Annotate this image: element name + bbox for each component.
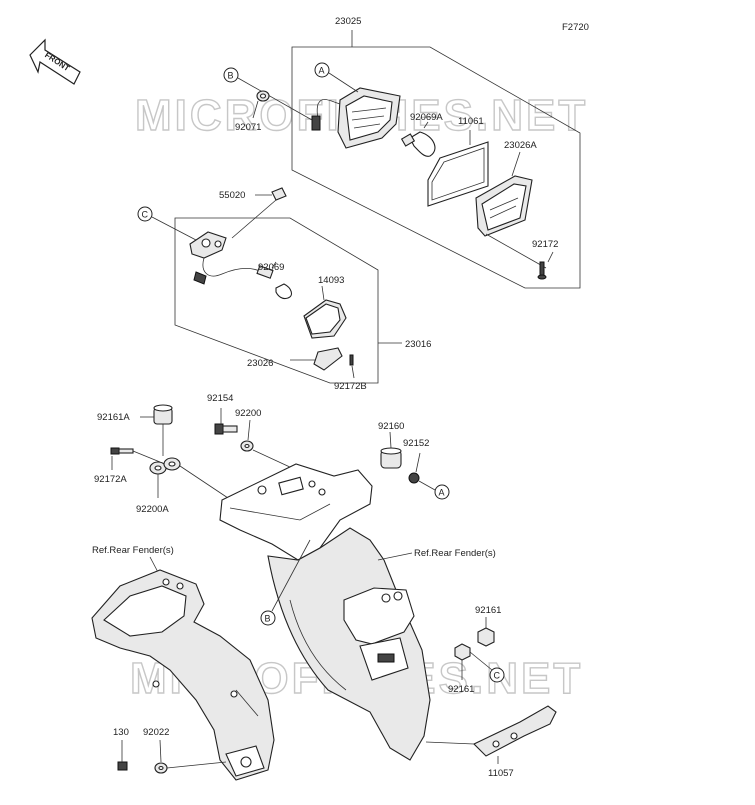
svg-text:C: C [142, 210, 149, 220]
washer-92200a [149, 457, 229, 499]
label-92152: 92152 [403, 438, 429, 449]
bulb-92069a [400, 121, 436, 157]
label-92069a: 92069A [410, 112, 443, 123]
ref-label-right: Ref.Rear Fender(s) [414, 548, 496, 559]
collar-92161-top [477, 617, 495, 647]
rear-fender-left-piece [91, 569, 275, 781]
gasket-11061 [427, 130, 489, 207]
label-92022: 92022 [143, 727, 169, 738]
clip-55020 [231, 187, 287, 239]
license-bracket-11057 [425, 705, 557, 764]
label-92161-bottom: 92161 [448, 684, 474, 695]
label-92161a: 92161A [97, 412, 130, 423]
figure-code: F2720 [562, 22, 589, 33]
license-light-assembly-frame [174, 217, 402, 384]
grommet-92071 [252, 90, 270, 119]
label-92069: 92069 [258, 262, 284, 273]
bolt-130 [117, 740, 128, 771]
callout-b-top: B [223, 67, 313, 121]
label-92172: 92172 [532, 239, 558, 250]
bolt-92172a [110, 447, 161, 470]
label-92160: 92160 [378, 421, 404, 432]
ref-rear-fender-right: Ref.Rear Fender(s) [377, 548, 496, 561]
socket-wiring [189, 231, 263, 285]
tail-light-assembly-frame [291, 30, 581, 289]
svg-text:B: B [228, 71, 234, 81]
callout-c-mid: C [137, 206, 197, 241]
label-92200a: 92200A [136, 504, 169, 515]
label-92172b: 92172B [334, 381, 367, 392]
label-11057: 11057 [488, 768, 514, 779]
lens-23026 [290, 347, 343, 371]
screw-92172 [485, 233, 554, 280]
label-11061: 11061 [458, 116, 484, 127]
svg-text:A: A [439, 488, 445, 498]
label-92172a: 92172A [94, 474, 127, 485]
callout-a-bottom: A [434, 484, 450, 500]
washer-92200 [240, 419, 293, 469]
callout-c-bottom: C [489, 667, 505, 683]
front-arrow-icon: FRONT [29, 38, 81, 85]
ref-label-left: Ref.Rear Fender(s) [92, 545, 174, 556]
washer-92022 [154, 739, 227, 774]
callout-a-top: A [314, 62, 359, 93]
screw-92172b [349, 354, 355, 379]
callout-b-bottom: B [260, 539, 311, 626]
label-92161-top: 92161 [475, 605, 501, 616]
label-23016: 23016 [405, 339, 431, 350]
label-23026a: 23026A [504, 140, 537, 151]
lens-23026a [475, 151, 533, 237]
bolt-92154 [214, 408, 238, 435]
label-23026: 23026 [247, 358, 273, 369]
svg-text:C: C [494, 671, 501, 681]
label-130: 130 [113, 727, 129, 738]
label-92071: 92071 [235, 122, 261, 133]
label-92154: 92154 [207, 393, 233, 404]
bolt-92152 [408, 452, 436, 491]
rear-fender-bracket [219, 463, 431, 761]
svg-text:B: B [265, 614, 271, 624]
label-23025: 23025 [335, 16, 361, 27]
tail-light-housing [311, 87, 401, 149]
damper-92161a [140, 404, 173, 456]
damper-92160 [380, 431, 402, 469]
housing-14093 [303, 285, 347, 339]
bulb-92069 [256, 261, 293, 300]
collar-92161-bottom [454, 643, 493, 680]
svg-text:A: A [319, 66, 325, 76]
label-55020: 55020 [219, 190, 245, 201]
label-14093: 14093 [318, 275, 344, 286]
label-92200: 92200 [235, 408, 261, 419]
